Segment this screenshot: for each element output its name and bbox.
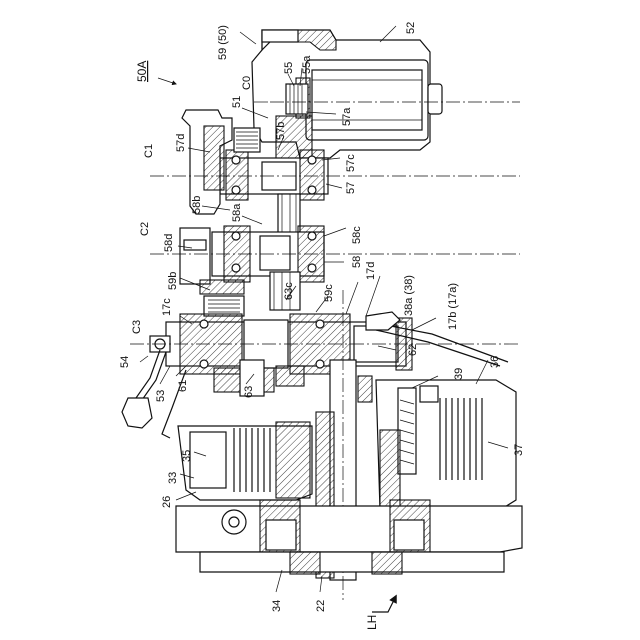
label-62: 62 [407,344,419,356]
label-61: 61 [177,380,189,392]
label-C3: C3 [131,320,143,334]
label-53: 53 [155,390,167,402]
label-59c: 59c [323,284,335,302]
label-39: 39 [453,368,465,380]
label-C2: C2 [139,222,151,236]
label-35: 35 [181,450,193,462]
label-22: 22 [315,600,327,612]
motor-pinion-55 [286,84,308,114]
label-C1: C1 [143,144,155,158]
label-57a: 57a [341,107,353,126]
label-55: 55 [283,62,295,74]
housing-bolt-head [262,30,298,42]
label-51: 51 [231,96,243,108]
label-58c: 58c [351,226,363,244]
label-36: 36 [489,356,501,368]
label-17b-17a: 17b (17a) [447,283,459,330]
label-59b: 59b [167,272,179,290]
label-58d: 58d [163,234,175,252]
label-57: 57 [345,182,357,194]
primary-gear-34 [176,500,522,574]
label-58: 58 [351,256,363,268]
label-17d: 17d [365,262,377,280]
label-63: 63 [243,386,255,398]
label-17c: 17c [161,298,173,316]
label-33: 33 [167,472,179,484]
label-58a: 58a [231,203,243,222]
label-58b: 58b [191,196,203,214]
clutch-left-35 [178,422,312,500]
label-38a-38: 38a (38) [403,275,415,316]
clutch-plates-left [234,428,270,492]
label-52: 52 [405,22,417,34]
label-57d: 57d [175,134,187,152]
electric-motor-52 [296,60,442,140]
label-57b: 57b [275,122,287,140]
label-37: 37 [513,444,525,456]
label-55a: 55a [301,55,313,74]
label-59-50: 59 (50) [217,25,229,60]
label-63c: 63c [283,282,295,300]
label-54: 54 [119,356,131,368]
clutch-right-36 [376,380,516,514]
label-C0: C0 [241,76,253,90]
label-34: 34 [271,600,283,612]
label-26: 26 [161,496,173,508]
label-50A: 50A [135,61,149,82]
label-LH: LH [365,615,379,630]
label-57c: 57c [345,154,357,172]
